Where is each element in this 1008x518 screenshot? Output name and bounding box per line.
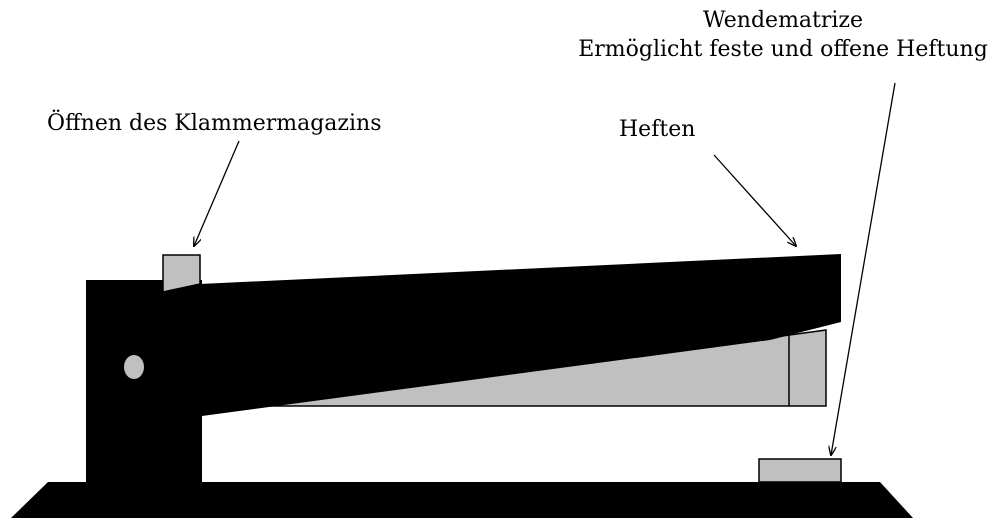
label-reversible-anvil-title: Wendematrize (702, 8, 864, 33)
label-open-magazine: Öffnen des Klammermagazins (47, 111, 382, 136)
arrow-reversible-anvil (831, 82, 896, 455)
arrow-staple (713, 154, 796, 246)
label-staple: Heften (619, 117, 696, 142)
hinge-pin (124, 355, 144, 379)
label-reversible-anvil-desc: Ermöglicht feste und offene Heftung (578, 37, 988, 62)
base-plate (11, 482, 913, 518)
label-reversible-anvil: Wendematrize Ermöglicht feste und offene… (570, 6, 996, 64)
arrow-open-magazine (194, 140, 240, 246)
upper-arm (86, 254, 841, 420)
magazine-release-button (162, 254, 201, 293)
reversible-anvil (758, 458, 842, 483)
